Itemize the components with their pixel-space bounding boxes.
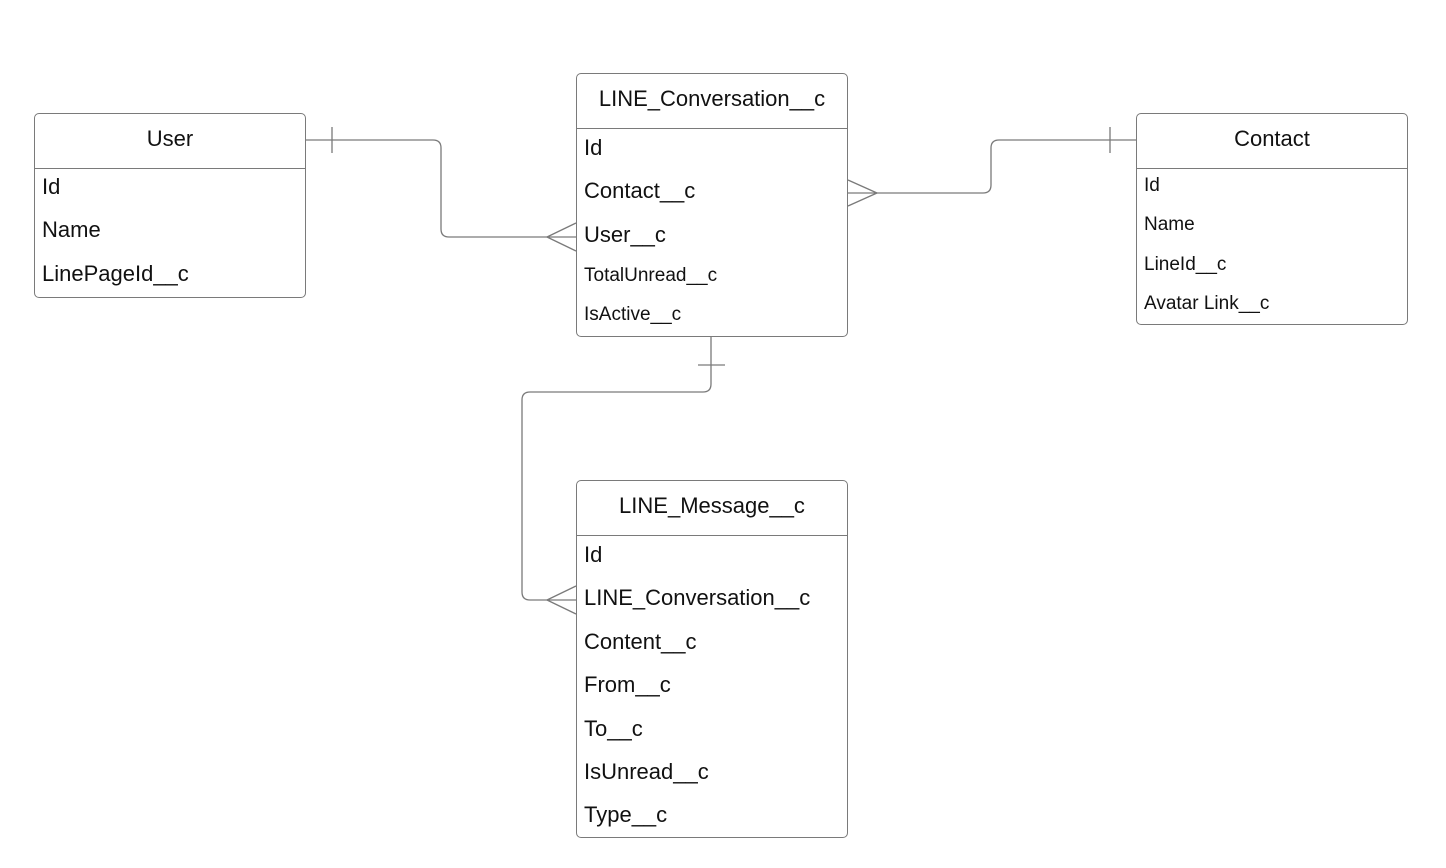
entity-line-message[interactable]: LINE_Message__c Id LINE_Conversation__c … (576, 480, 848, 838)
field-id: Id (584, 135, 603, 160)
field-name: Name (1144, 214, 1195, 235)
relationship-contact-conversation (848, 139, 1136, 194)
entity-contact[interactable]: Contact Id Name LineId__c Avatar Link__c (1136, 113, 1408, 325)
field-isactive: IsActive__c (584, 304, 682, 325)
entity-title: Contact (1137, 114, 1407, 169)
field-type: Type__c (584, 802, 668, 827)
field-lineid: LineId__c (1144, 254, 1227, 275)
field-contact: Contact__c (584, 178, 696, 203)
entity-line-conversation[interactable]: LINE_Conversation__c Id Contact__c User_… (576, 73, 848, 337)
field-to: To__c (584, 716, 643, 741)
field-id: Id (42, 174, 61, 199)
cardinality-many-conversation-contact (847, 179, 878, 207)
entity-title: LINE_Conversation__c (577, 74, 847, 129)
relationship-conversation-message (521, 337, 712, 601)
relationship-user-conversation (306, 139, 576, 238)
field-user: User__c (584, 222, 666, 247)
entity-title: User (35, 114, 305, 169)
field-line-conversation: LINE_Conversation__c (584, 585, 811, 610)
cardinality-many-message (546, 585, 577, 615)
field-avatar-link: Avatar Link__c (1144, 293, 1270, 314)
entity-title: LINE_Message__c (577, 481, 847, 536)
field-linepageid: LinePageId__c (42, 261, 189, 286)
field-content: Content__c (584, 629, 697, 654)
field-from: From__c (584, 672, 671, 697)
entity-user[interactable]: User Id Name LinePageId__c (34, 113, 306, 298)
field-totalunread: TotalUnread__c (584, 265, 718, 286)
field-id: Id (1144, 175, 1160, 196)
cardinality-many-conversation-user (546, 222, 577, 252)
field-isunread: IsUnread__c (584, 759, 709, 784)
field-id: Id (584, 542, 603, 567)
field-name: Name (42, 217, 101, 242)
